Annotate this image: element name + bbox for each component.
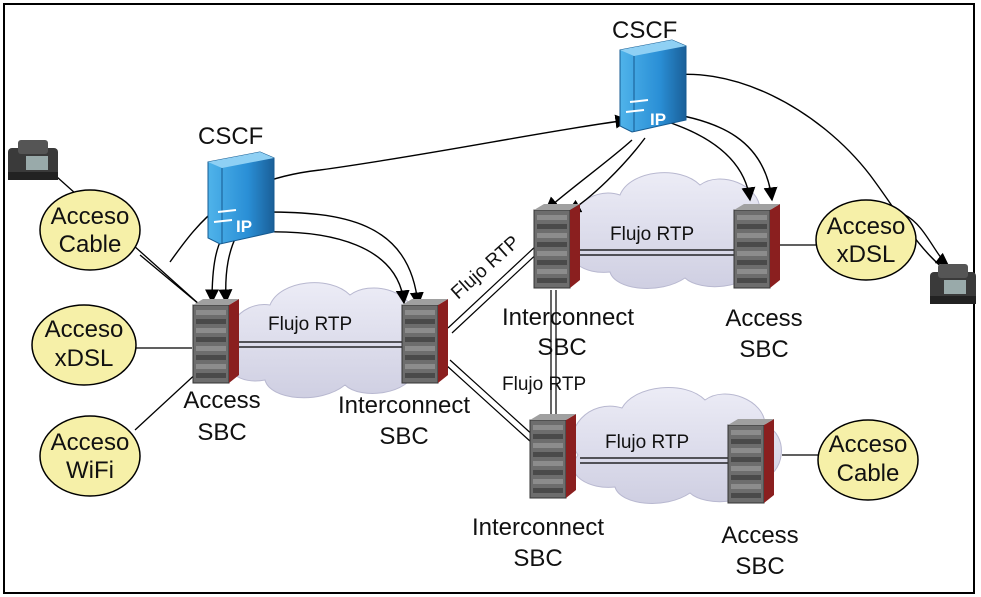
cscf-label: CSCF (198, 123, 263, 150)
sbc-device-icon (727, 419, 774, 504)
flow-label: Flujo RTP (610, 224, 694, 245)
access-oval: Acceso xDSL (815, 199, 917, 281)
svg-text:Cable: Cable (837, 460, 900, 487)
svg-text:IP: IP (650, 110, 666, 129)
sbc-label: SBC (197, 419, 246, 446)
flow-label: Flujo RTP (268, 314, 352, 335)
sbc-label: SBC (735, 553, 784, 580)
phone-icon-left (8, 140, 58, 180)
access-links (37, 159, 950, 456)
sbc-device-icon (401, 299, 448, 384)
svg-text:Acceso: Acceso (829, 431, 908, 458)
sbc-device-icon (529, 414, 576, 499)
cscf-label: CSCF (612, 17, 677, 44)
sbc-label: Access (183, 387, 260, 414)
flow-label: Flujo RTP (605, 432, 689, 453)
svg-text:Acceso: Acceso (51, 429, 130, 456)
svg-text:xDSL: xDSL (55, 345, 114, 372)
sbc-label: SBC (739, 336, 788, 363)
sbc-label: SBC (513, 545, 562, 572)
access-oval: Acceso WiFi (39, 415, 141, 497)
sbc-label: SBC (379, 423, 428, 450)
svg-text:IP: IP (236, 217, 252, 236)
media-links (237, 243, 738, 464)
access-oval: Acceso Cable (39, 189, 141, 271)
access-oval: Acceso Cable (817, 419, 919, 501)
flow-label: Flujo RTP (502, 374, 586, 395)
sbc-label: Interconnect (338, 392, 470, 419)
sbc-device-icon (533, 204, 580, 289)
phone-icon-right (930, 264, 976, 304)
sbc-label: Interconnect (502, 304, 634, 331)
sbc-device-icon (733, 204, 780, 289)
svg-text:Acceso: Acceso (51, 203, 130, 230)
sbc-label: SBC (537, 334, 586, 361)
sbc-label: Access (725, 305, 802, 332)
svg-text:Cable: Cable (59, 231, 122, 258)
access-oval: Acceso xDSL (31, 304, 137, 386)
sbc-label: Interconnect (472, 514, 604, 541)
sbc-label: Access (721, 522, 798, 549)
svg-text:Acceso: Acceso (827, 213, 906, 240)
cscf-server-icon: IP (619, 39, 687, 133)
sbc-device-icon (192, 299, 239, 384)
svg-text:Acceso: Acceso (45, 316, 124, 343)
svg-text:xDSL: xDSL (837, 241, 896, 268)
cscf-server-icon: IP (207, 151, 275, 245)
svg-text:WiFi: WiFi (66, 457, 114, 484)
